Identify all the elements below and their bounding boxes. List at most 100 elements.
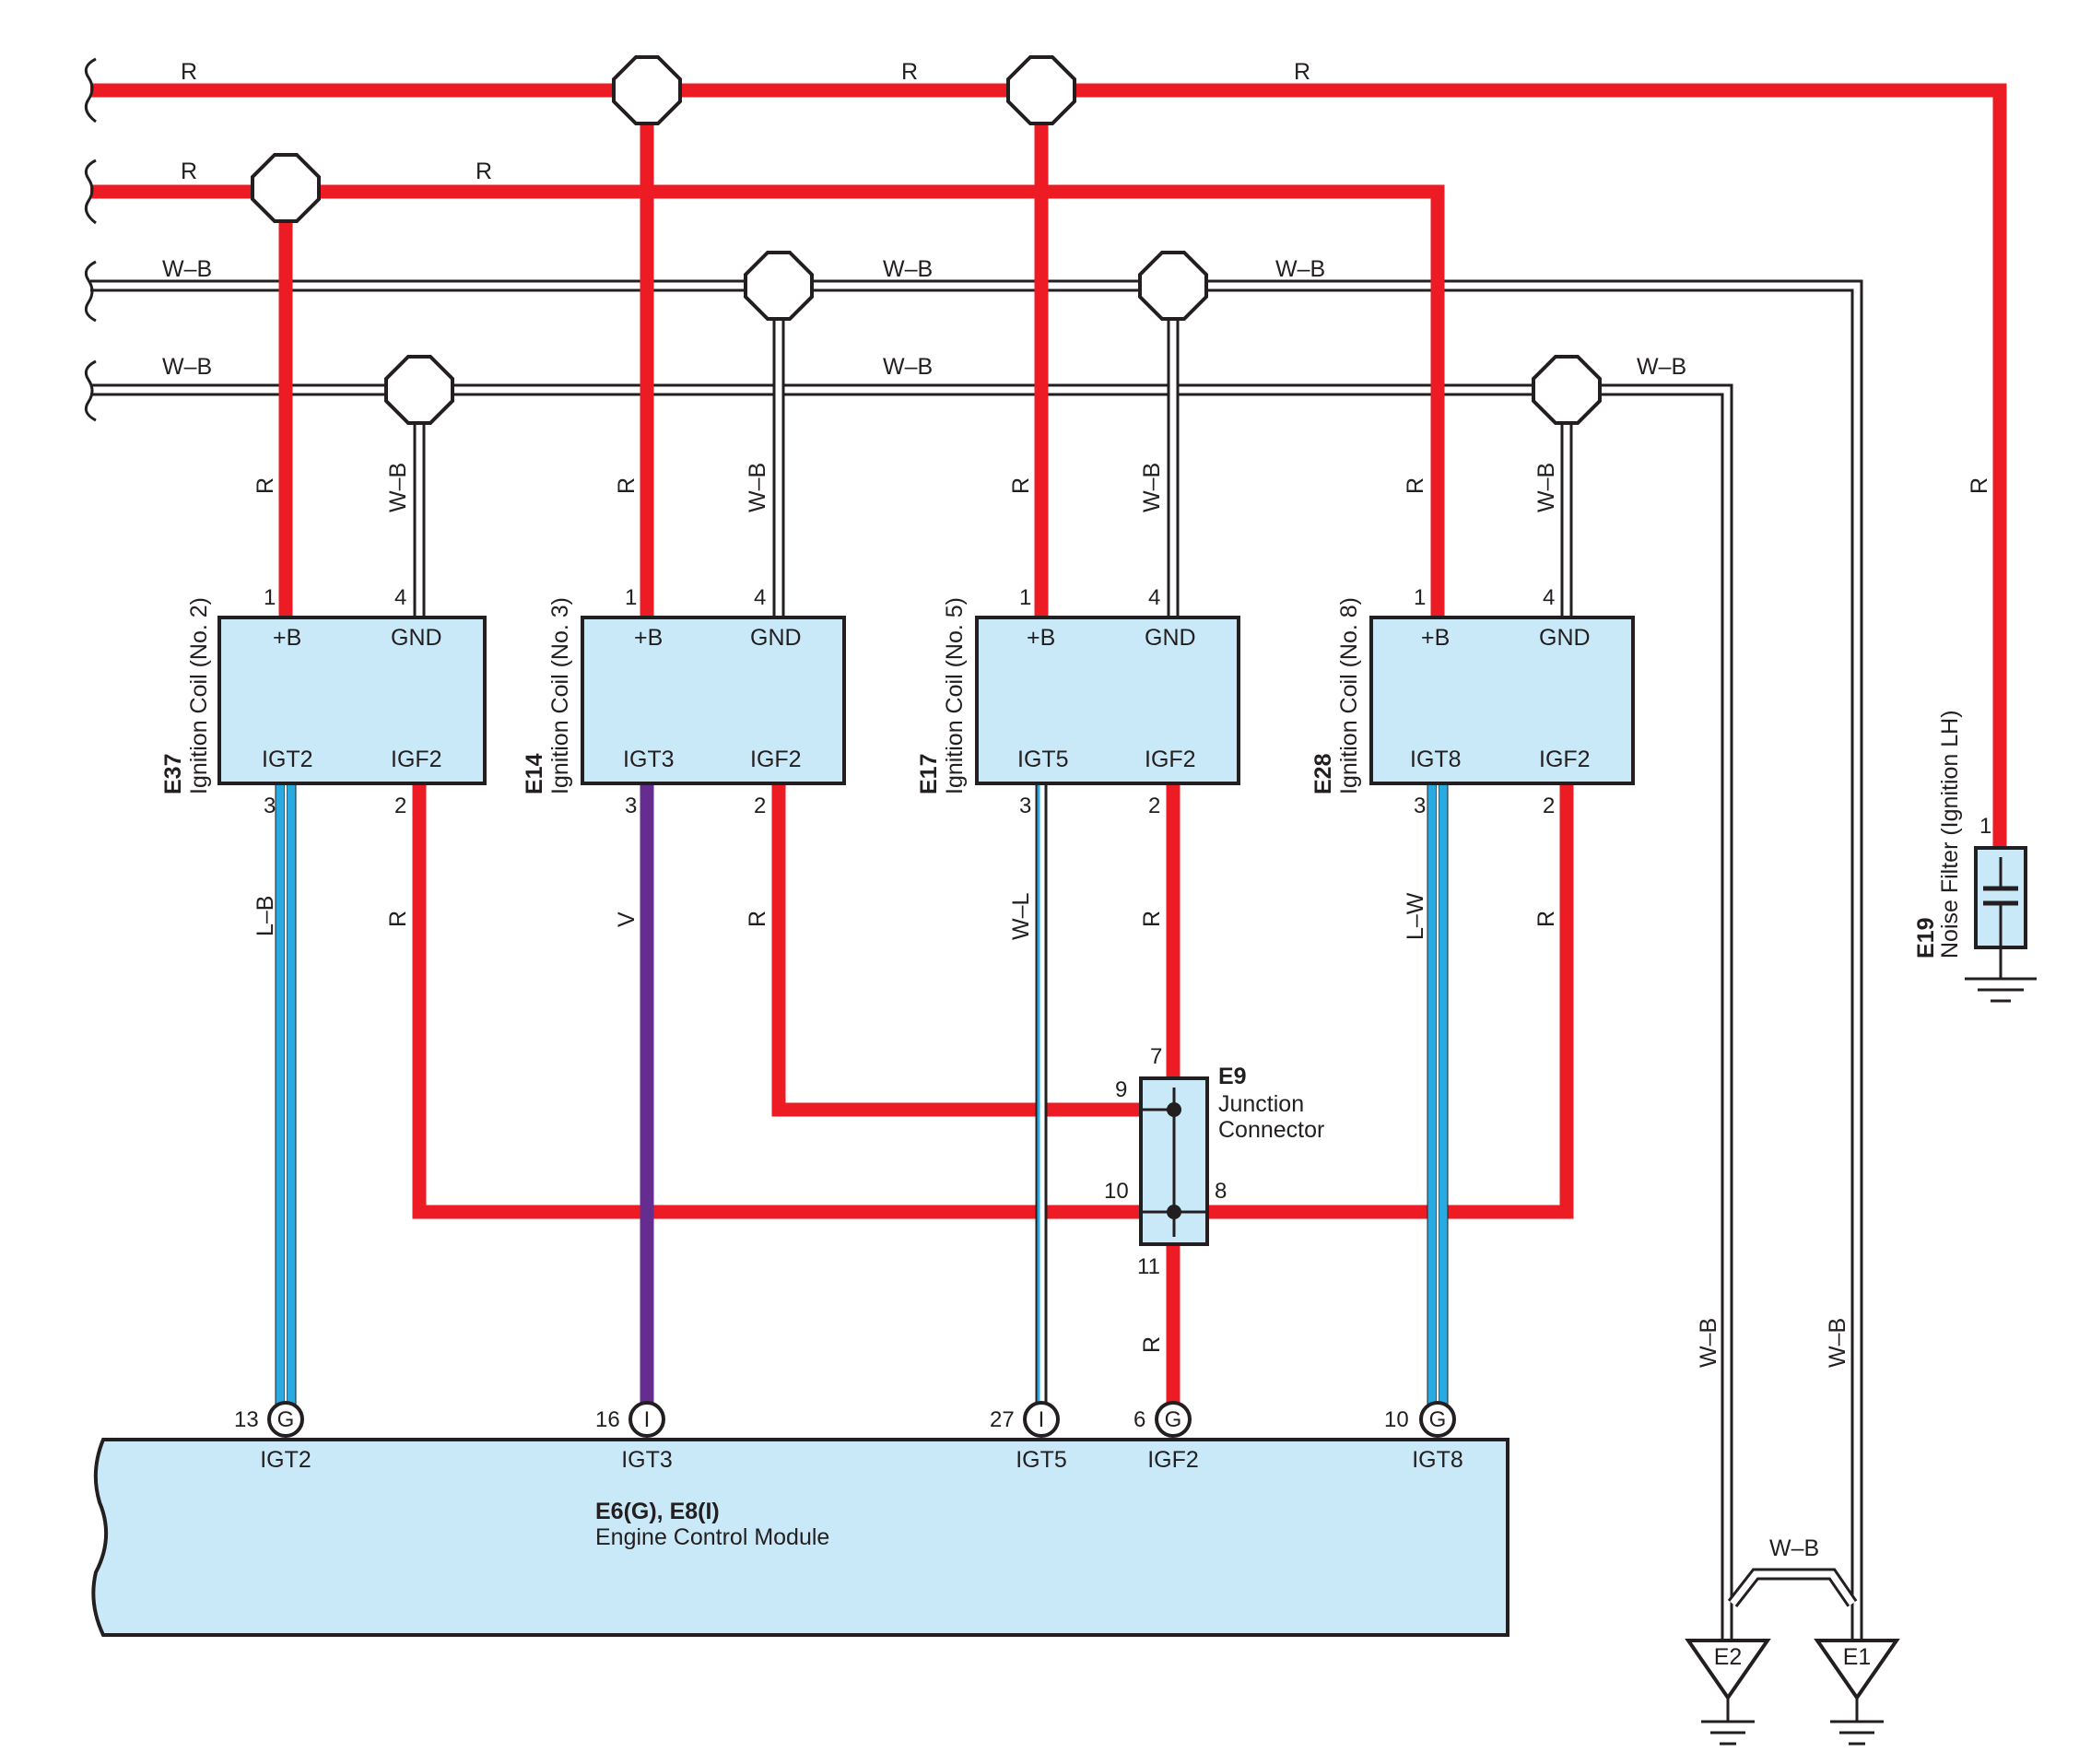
wb-bus-3 [90, 279, 1863, 1641]
splice-wb3-b [1138, 251, 1208, 321]
terminal-label: IGF2 [391, 747, 442, 772]
connector-letter: G [277, 1407, 295, 1432]
ecm-pin-igt2 [267, 1401, 304, 1438]
terminal-label: IGT5 [1017, 747, 1069, 772]
wire-break-symbols [84, 57, 97, 422]
terminal-label: +B [1027, 625, 1055, 651]
pin-number: 1 [1019, 585, 1031, 610]
wire-label: W–L [1008, 893, 1034, 941]
terminal-label: +B [634, 625, 663, 651]
splices [251, 55, 1602, 425]
terminal-label: IGF2 [750, 747, 802, 772]
terminal-label: IGT8 [1410, 747, 1462, 772]
pin-number: 1 [1979, 814, 1991, 839]
coil-e37: R W–B 1 4 +B GND IGT2 IGF2 3 2 E37 Ignit… [160, 463, 487, 936]
red-wires [90, 83, 2007, 1419]
wire-label: R [1139, 1336, 1165, 1353]
connector-letter: G [1165, 1407, 1182, 1432]
wire-label: R [181, 59, 197, 85]
igt-wires [275, 783, 1449, 1419]
igf-wire-e14 [771, 783, 1143, 1117]
wire-label: W–B [883, 354, 933, 380]
igf-wire-e28 [1207, 783, 1574, 1219]
terminal-label: IGT3 [621, 1447, 673, 1473]
wire-label: R [1294, 59, 1310, 85]
ground-e1 [1814, 1639, 1900, 1701]
coil-name: Ignition Coil (No. 5) [942, 597, 968, 794]
pin-number: 2 [1148, 794, 1160, 818]
pin-number: 1 [625, 585, 637, 610]
terminal-label: GND [1539, 625, 1591, 651]
wire-label: R [1967, 477, 1992, 494]
pin-number: 4 [1148, 585, 1160, 610]
pin-number: 27 [990, 1407, 1015, 1432]
splice-wb3-a [744, 251, 814, 321]
terminal-label: IGF2 [1539, 747, 1591, 772]
coil-code: E37 [160, 754, 186, 794]
wire-label: R [1008, 477, 1034, 494]
coil-e14: R W–B 1 4 +B GND IGT3 IGF2 3 2 E14 Ignit… [522, 463, 846, 927]
ground-label: E2 [1714, 1644, 1743, 1670]
wire-label: R [253, 477, 278, 494]
ecm-pin-igt3 [628, 1401, 665, 1438]
wire-label: L–W [1403, 892, 1428, 940]
wire-label: W–B [745, 463, 770, 512]
pin-number: 9 [1115, 1077, 1127, 1102]
coil-box [581, 616, 846, 785]
pin-number: 8 [1215, 1179, 1227, 1204]
splice-wb4-b [1532, 355, 1602, 425]
pin-number: 10 [1104, 1179, 1129, 1204]
wire-label: W–B [1825, 1318, 1850, 1368]
splice-wb4-a [384, 355, 454, 425]
ecm-code: E6(G), E8(I) [595, 1499, 720, 1524]
terminal-label: IGT2 [260, 1447, 311, 1473]
wire-label: W–B [162, 354, 212, 380]
igf-wire-e37 [412, 783, 1143, 1219]
terminal-label: +B [1421, 625, 1450, 651]
splice-r2 [251, 153, 321, 223]
pin-number: 7 [1150, 1044, 1162, 1069]
terminal-label: IGT5 [1016, 1447, 1067, 1473]
pin-number: 2 [1543, 794, 1555, 818]
ecm-pin-igt5 [1023, 1401, 1060, 1438]
pin-number: 4 [1543, 585, 1555, 610]
ecm-pin-igf2 [1155, 1401, 1192, 1438]
terminal-label: IGF2 [1147, 1447, 1199, 1473]
pin-number: 4 [754, 585, 766, 610]
splice-r1-a [612, 55, 682, 125]
wire-label: W–B [883, 256, 933, 282]
grounds: W–B W–B W–B E2 E1 [1685, 1318, 1900, 1746]
pin-number: 6 [1133, 1407, 1145, 1432]
terminal-label: IGT8 [1412, 1447, 1463, 1473]
ground-e2 [1685, 1639, 1771, 1701]
wire-label: R [385, 911, 411, 927]
splice-r1-b [1006, 55, 1076, 125]
ecm-name: Engine Control Module [595, 1524, 829, 1550]
coil-code: E17 [916, 754, 942, 794]
junction-connector-e9: 7 9 10 8 11 E9 Junction Connector R [1104, 1044, 1324, 1353]
junction-name: Connector [1218, 1117, 1324, 1143]
ecm-box [91, 1438, 1509, 1637]
terminal-label: IGF2 [1145, 747, 1196, 772]
terminal-label: GND [1145, 625, 1196, 651]
r-bus-1 [90, 83, 2007, 848]
coil-box [217, 616, 487, 785]
terminal-label: IGT3 [623, 747, 675, 772]
ecm-pin-igt8 [1419, 1401, 1456, 1438]
pin-number: 2 [754, 794, 766, 818]
coil-name: Ignition Coil (No. 8) [1336, 597, 1362, 794]
ground-label: E1 [1843, 1644, 1872, 1670]
connector-letter: G [1429, 1407, 1447, 1432]
coil-name: Ignition Coil (No. 3) [547, 597, 573, 794]
engine-control-module: G I I G G 13 16 27 6 10 IGT2 IGT3 IGT5 I… [91, 1401, 1509, 1637]
wire-label: R [901, 59, 918, 85]
pin-number: 1 [1414, 585, 1426, 610]
pin-number: 1 [264, 585, 276, 610]
pin-number: 3 [1414, 794, 1426, 818]
wire-label: V [614, 911, 640, 927]
wire-label: R [476, 159, 492, 184]
connector-letter: I [1039, 1407, 1045, 1432]
wire-label: W–B [1769, 1535, 1819, 1561]
pin-number: 3 [264, 794, 276, 818]
wire-label: W–B [1533, 463, 1559, 512]
